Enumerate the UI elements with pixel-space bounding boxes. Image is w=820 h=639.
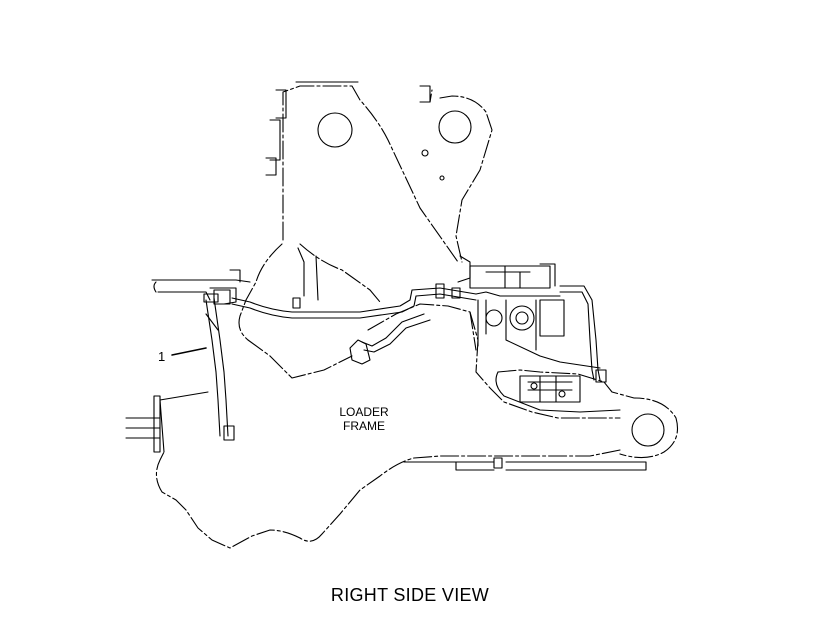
hose-upper-run xyxy=(231,283,601,381)
callout-leader-1 xyxy=(171,347,207,356)
tower-plate xyxy=(265,81,493,263)
view-caption: RIGHT SIDE VIEW xyxy=(330,585,490,605)
valve-manifold xyxy=(477,299,607,383)
left-arm-stub xyxy=(151,269,251,301)
upper-right-bracket xyxy=(457,255,556,289)
callout-number-1: 1 xyxy=(158,349,166,364)
hose-left-vertical xyxy=(203,287,237,441)
loader-frame-label: LOADER FRAME xyxy=(328,405,400,433)
lower-pivot-boss xyxy=(495,369,679,459)
loader-frame-label-line2: FRAME xyxy=(343,419,385,433)
frame-break-line xyxy=(125,391,301,549)
loader-frame-outline xyxy=(238,243,647,542)
hose-centre-run xyxy=(349,313,431,365)
loader-frame-label-line1: LOADER xyxy=(339,405,389,419)
